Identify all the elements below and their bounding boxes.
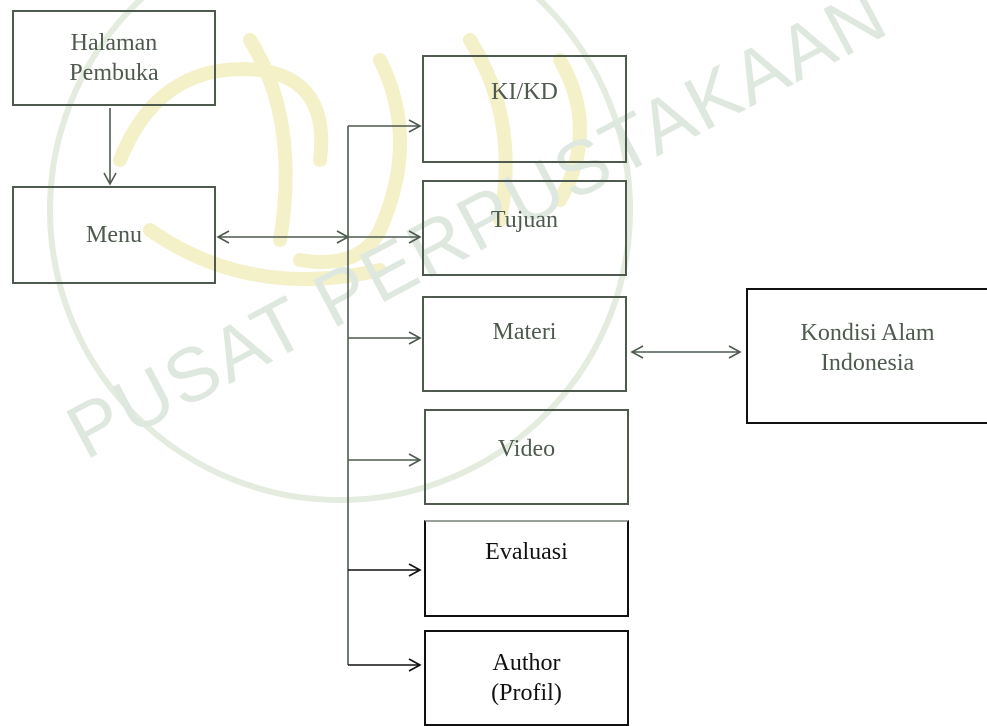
node-author-line2: (Profil) <box>491 680 562 706</box>
node-menu-label: Menu <box>86 222 142 248</box>
node-video-label: Video <box>497 436 556 462</box>
node-materi-label: Materi <box>492 319 557 345</box>
node-ki-kd-label: KI/KD <box>491 79 558 105</box>
node-menu: Menu <box>12 186 216 284</box>
node-kondisi-line1: Kondisi Alam <box>800 320 935 346</box>
node-halaman-pembuka: Halaman Pembuka <box>12 10 216 106</box>
node-halaman-pembuka-line1: Halaman <box>70 30 158 56</box>
node-evaluasi: Evaluasi <box>424 520 629 617</box>
node-author: Author (Profil) <box>424 630 629 726</box>
node-materi: Materi <box>422 296 627 392</box>
node-author-line1: Author <box>492 650 561 676</box>
node-tujuan: Tujuan <box>422 180 627 276</box>
node-kondisi-line2: Indonesia <box>820 350 915 376</box>
node-halaman-pembuka-line2: Pembuka <box>69 60 159 86</box>
node-ki-kd: KI/KD <box>422 55 627 163</box>
node-video: Video <box>424 409 629 505</box>
node-kondisi-alam-indonesia: Kondisi Alam Indonesia <box>746 288 987 424</box>
node-evaluasi-label: Evaluasi <box>485 538 568 565</box>
node-tujuan-label: Tujuan <box>490 207 559 233</box>
